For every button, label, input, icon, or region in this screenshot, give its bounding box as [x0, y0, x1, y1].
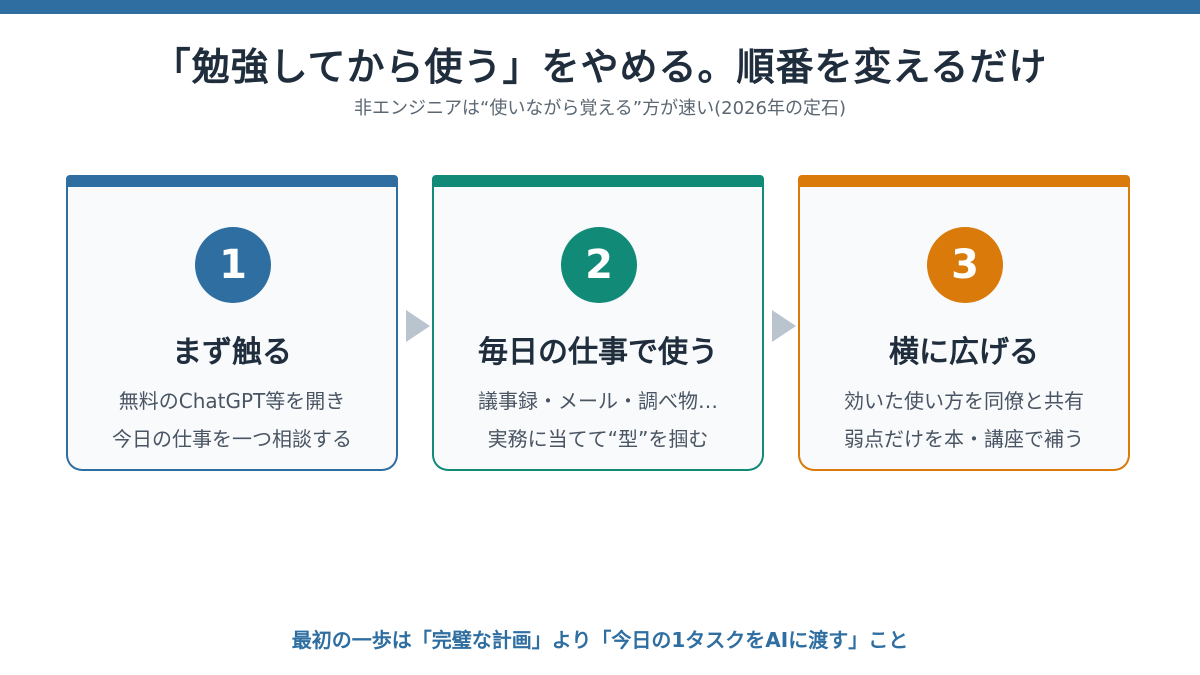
step-number-badge: 2	[561, 227, 637, 303]
footer-message: 最初の一歩は「完璧な計画」より「今日の1タスクをAIに渡す」こと	[291, 628, 909, 652]
step-heading: まず触る	[172, 335, 292, 370]
step-description-line: 実務に当てて“型”を掴む	[487, 427, 709, 451]
step-card-3: 3 横に広げる 効いた使い方を同僚と共有 弱点だけを本・講座で補う	[798, 175, 1130, 471]
top-accent-bar	[0, 0, 1200, 14]
page-subtitle: 非エンジニアは“使いながら覚える”方が速い(2026年の定石)	[354, 98, 846, 119]
step-number-badge: 3	[927, 227, 1003, 303]
step-description-line: 弱点だけを本・講座で補う	[844, 427, 1084, 451]
page-title: 「勉強してから使う」をやめる。順番を変えるだけ	[152, 45, 1048, 89]
step-description-line: 今日の仕事を一つ相談する	[112, 427, 352, 451]
step-description-line: 効いた使い方を同僚と共有	[844, 389, 1084, 413]
arrow-right-icon	[406, 310, 430, 342]
step-card-2: 2 毎日の仕事で使う 議事録・メール・調べ物… 実務に当てて“型”を掴む	[432, 175, 764, 471]
step-description-line: 議事録・メール・調べ物…	[478, 389, 718, 413]
step-heading: 毎日の仕事で使う	[478, 335, 718, 370]
step-card-1: 1 まず触る 無料のChatGPT等を開き 今日の仕事を一つ相談する	[66, 175, 398, 471]
step-heading: 横に広げる	[889, 335, 1039, 370]
arrow-right-icon	[772, 310, 796, 342]
step-number-badge: 1	[195, 227, 271, 303]
step-description-line: 無料のChatGPT等を開き	[118, 389, 346, 413]
